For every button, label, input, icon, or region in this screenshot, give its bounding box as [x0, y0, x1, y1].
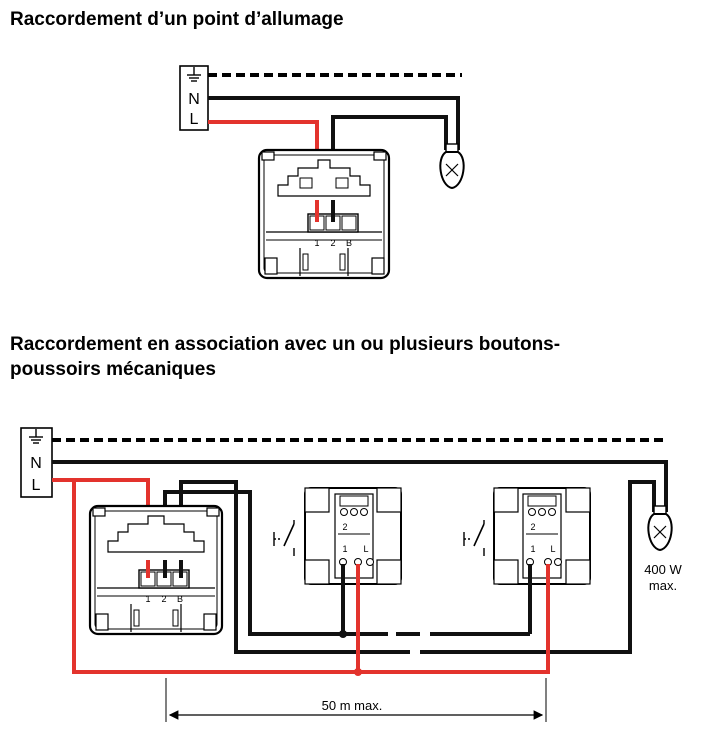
pb1-terminal-1-label: 1 — [342, 544, 347, 554]
neutral-wire-2 — [52, 460, 668, 512]
lamp-power-label: 400 W — [644, 562, 682, 577]
distance-label: 50 m max. — [322, 698, 383, 713]
terminal-label-b: B — [177, 594, 183, 604]
pb1-terminal-l-label: L — [363, 544, 368, 554]
pushbutton-symbol-icon — [463, 520, 485, 556]
lamp-return-wire — [420, 480, 656, 654]
lamp-icon-2 — [647, 505, 673, 552]
pb2-terminal-2-label: 2 — [530, 522, 535, 532]
terminal-label-2: 2 — [330, 238, 335, 248]
dimmer-module-2: 1 2 B — [88, 504, 224, 636]
diagram2-title-line1: Raccordement en association avec un ou p… — [10, 334, 561, 355]
line-label: L — [190, 111, 199, 128]
terminal-label-1: 1 — [145, 594, 150, 604]
diagram2-title-line2: poussoirs mécaniques — [10, 359, 216, 380]
line-wire-2 — [52, 478, 550, 674]
pushbutton-symbol-icon — [273, 520, 295, 556]
lamp-power-note: max. — [649, 578, 677, 593]
neutral-label: N — [188, 91, 200, 108]
earth-icon — [29, 429, 43, 444]
distance-dimension: 50 m max. — [165, 678, 547, 722]
earth-icon — [187, 67, 201, 82]
pb1-terminal-2-label: 2 — [342, 522, 347, 532]
dimmer-module: 1 2 B — [257, 148, 391, 280]
pushbutton-1: 2 1 L — [273, 487, 402, 585]
lamp-icon — [439, 143, 465, 190]
pb2-terminal-1-label: 1 — [530, 544, 535, 554]
supply-terminal-box: N L — [179, 65, 209, 131]
pb2-terminal-l-label: L — [550, 544, 555, 554]
diagram1-title: Raccordement d’un point d’allumage — [10, 9, 344, 30]
line-label: L — [32, 477, 41, 494]
terminal-label-2: 2 — [161, 594, 166, 604]
diagram2: N L 400 W max. — [20, 427, 683, 722]
terminal-label-1: 1 — [314, 238, 319, 248]
supply-terminal-box-2: N L — [20, 427, 53, 498]
pushbutton-2: 2 1 L — [463, 487, 591, 585]
terminal-label-b: B — [346, 238, 352, 248]
neutral-label: N — [30, 455, 42, 472]
diagram1: N L — [179, 65, 465, 280]
neutral-wire — [208, 96, 460, 150]
